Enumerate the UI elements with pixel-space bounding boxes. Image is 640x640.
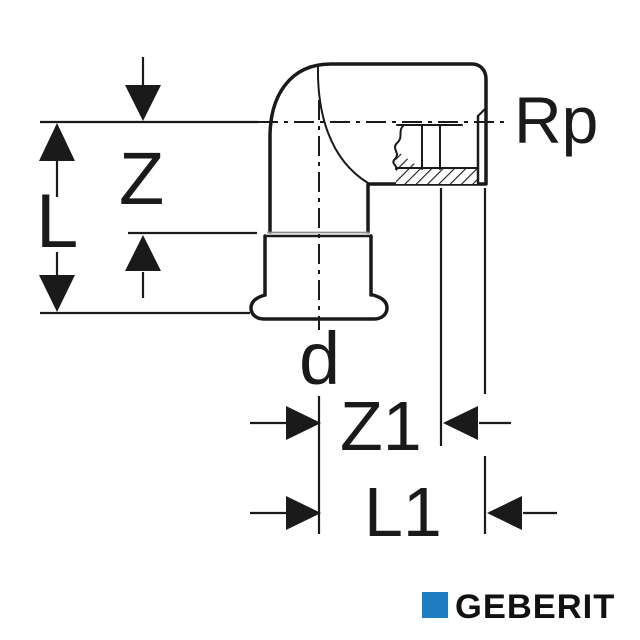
section-hatching (396, 150, 478, 184)
centerlines (258, 100, 507, 330)
geberit-logo: GEBERIT (422, 588, 615, 626)
dim-L-arrow-up (39, 123, 75, 161)
dimension-reference-lines (40, 120, 258, 315)
geberit-logo-square (422, 592, 448, 618)
geberit-logo-text: GEBERIT (455, 588, 615, 626)
end-face-chamfer (477, 108, 486, 117)
dim-L1-arrow-right (487, 496, 522, 530)
dim-L-arrow-down (39, 275, 75, 312)
dimension-L (39, 123, 75, 312)
dim-label-Z: Z (119, 137, 164, 220)
dimension-Z1 (250, 406, 511, 440)
thread-detail (316, 64, 486, 185)
break-wavy-line (392, 124, 405, 170)
dim-L1-arrow-left (286, 496, 321, 530)
dim-Z1-arrow-right (443, 406, 478, 440)
thread-label-Rp: Rp (514, 83, 598, 157)
press-socket-flare (249, 293, 389, 321)
dim-Z1-arrow-left (286, 406, 321, 440)
fitting-outline (249, 62, 488, 321)
dim-label-Z1: Z1 (340, 387, 422, 465)
dim-label-d: d (299, 317, 340, 400)
inner-bend-curve (316, 64, 369, 184)
elbow-body-outline (268, 62, 488, 234)
extension-lines (317, 188, 487, 534)
dimension-Z (125, 57, 161, 298)
dim-Z-arrow-down (125, 85, 161, 121)
dim-label-L1: L1 (364, 473, 442, 551)
dim-label-L: L (36, 179, 78, 264)
dimension-L1 (250, 496, 557, 530)
dim-Z-arrow-up (125, 235, 161, 271)
